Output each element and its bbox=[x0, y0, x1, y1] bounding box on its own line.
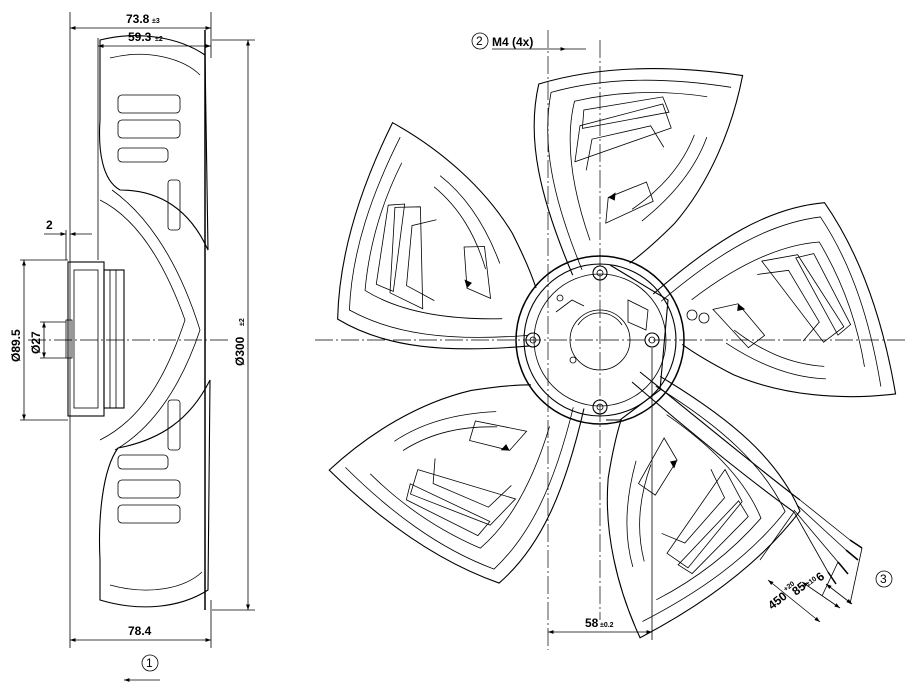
dim-hub-diameter: Ø89.5 bbox=[9, 329, 23, 362]
airflow-callout: 1 bbox=[146, 656, 153, 670]
dim-overall-depth-tol: ±3 bbox=[152, 18, 160, 25]
dim-blade-depth: 59.3 bbox=[128, 30, 152, 44]
mounting-hole bbox=[592, 399, 608, 415]
dim-total-depth: 78.4 bbox=[128, 624, 152, 638]
dim-blade-depth-tol: ±2 bbox=[155, 36, 163, 43]
cable-callout: 3 bbox=[880, 572, 887, 586]
side-view: 73.8 ±3 59.3 ±2 2 Ø89.5 Ø27 Ø300 ±2 78.4… bbox=[9, 12, 255, 682]
fan-blade bbox=[317, 315, 602, 593]
mounting-hole bbox=[592, 265, 608, 281]
mounting-hole bbox=[525, 332, 541, 348]
fan-blade bbox=[331, 117, 565, 366]
mounting-hole bbox=[644, 332, 660, 348]
dim-overall-depth: 73.8 bbox=[126, 12, 150, 26]
dim-fan-diameter-tol: ±2 bbox=[239, 318, 246, 326]
front-view: 2 M4 (4x) 58 ±0.2 450 +20 85 ±10 6 3 bbox=[315, 30, 910, 656]
fan-blade bbox=[525, 51, 768, 279]
thread-callout: 2 bbox=[476, 34, 483, 48]
dim-flange-offset: 2 bbox=[46, 218, 53, 232]
dim-shaft-diameter: Ø27 bbox=[29, 331, 43, 354]
thread-label: M4 (4x) bbox=[492, 35, 533, 49]
dim-fan-diameter: Ø300 bbox=[233, 336, 247, 366]
dim-hole-spacing: 58 bbox=[585, 616, 599, 630]
dim-hole-spacing-tol: ±0.2 bbox=[600, 622, 614, 629]
